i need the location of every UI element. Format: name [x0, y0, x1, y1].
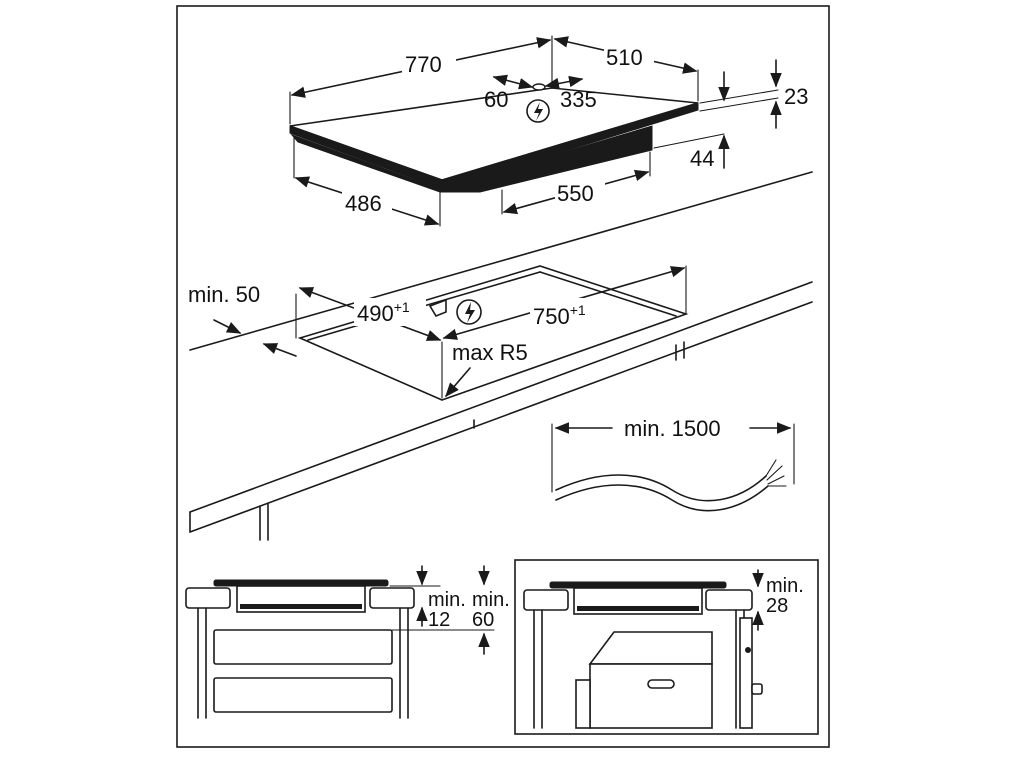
worktop-cutout-view: min. 50 490+1 750+1 max R5 min. 1500 [188, 171, 813, 541]
dim-770-label-bg [402, 50, 456, 76]
dim-23-bottom-ext [699, 97, 779, 112]
worktop-left-part [185, 587, 231, 609]
oven-hob-body-inner [577, 606, 699, 611]
dim-750-label: 750+1 [533, 302, 586, 329]
lightning-in-circle-icon [526, 99, 550, 123]
dim-490-label: 490+1 [357, 299, 410, 326]
dim-550-label-bg [555, 180, 605, 206]
hob-top-view: 770 510 60 335 23 44 486 [289, 35, 808, 227]
oven-top [588, 631, 713, 665]
dim-486-label-bg [342, 190, 392, 216]
oven-hob-glass [549, 581, 727, 589]
hob-body-inner [240, 604, 362, 609]
oven-knob [745, 647, 751, 653]
dim-335-label: 335 [560, 87, 597, 112]
min-1500-label: min. 1500 [624, 416, 721, 441]
min-50-arrow-out [262, 343, 297, 357]
dim-510-label: 510 [606, 45, 643, 70]
dim-510-label-bg [604, 43, 654, 69]
min-28-label-min: min. [766, 575, 804, 597]
dim-44-bottom-ext [653, 133, 725, 149]
max-r5-label: max R5 [452, 340, 528, 365]
min-12-label-min: min. [428, 589, 466, 611]
dim-60-line [492, 74, 534, 90]
oven-door [739, 617, 753, 729]
drawer-upper [213, 629, 393, 665]
dim-490-label-bg [354, 298, 426, 326]
min-60-label-min: min. [472, 589, 510, 611]
oven-worktop-right [705, 589, 753, 611]
min-12-label-value: 12 [428, 609, 450, 631]
dim-23-label: 23 [784, 84, 808, 109]
drawer-lower [213, 677, 393, 713]
section-drawer-cabinet: min. 12 min. 60 [185, 565, 510, 719]
cable-entry-point [532, 83, 546, 91]
dim-335-line [544, 75, 584, 90]
dim-23-top-ext [699, 89, 779, 104]
min-50-label: min. 50 [188, 282, 260, 307]
oven-worktop-left [523, 589, 569, 611]
worktop-front-edge [189, 281, 813, 513]
power-cable-icon [555, 459, 787, 512]
oven-handle [647, 679, 675, 689]
worktop-right-part [369, 587, 415, 609]
dim-750-label-bg [530, 298, 602, 326]
dim-60-label: 60 [484, 87, 508, 112]
section-oven-cabinet: min. 28 [514, 559, 819, 735]
oven-body [589, 663, 713, 729]
min-50-arrow-in [213, 319, 242, 334]
oven-door-handle [751, 683, 763, 695]
dim-550-label: 550 [557, 181, 594, 206]
dim-770-label: 770 [405, 52, 442, 77]
dim-44-label: 44 [690, 146, 714, 171]
min-60-label-value: 60 [472, 609, 494, 631]
lightning-in-circle-icon [456, 299, 482, 325]
diagram-frame [176, 5, 830, 748]
hob-plate-edge [289, 102, 699, 190]
dim-486-label: 486 [345, 191, 382, 216]
worktop-front-lower-edge [189, 301, 813, 533]
hob-glass-section [213, 579, 389, 587]
max-r5-leader [445, 367, 471, 398]
oven-side-panel [575, 679, 591, 729]
min-28-label-value: 28 [766, 595, 788, 617]
worktop-back-edge [189, 171, 813, 351]
oven-section-frame [514, 559, 819, 735]
